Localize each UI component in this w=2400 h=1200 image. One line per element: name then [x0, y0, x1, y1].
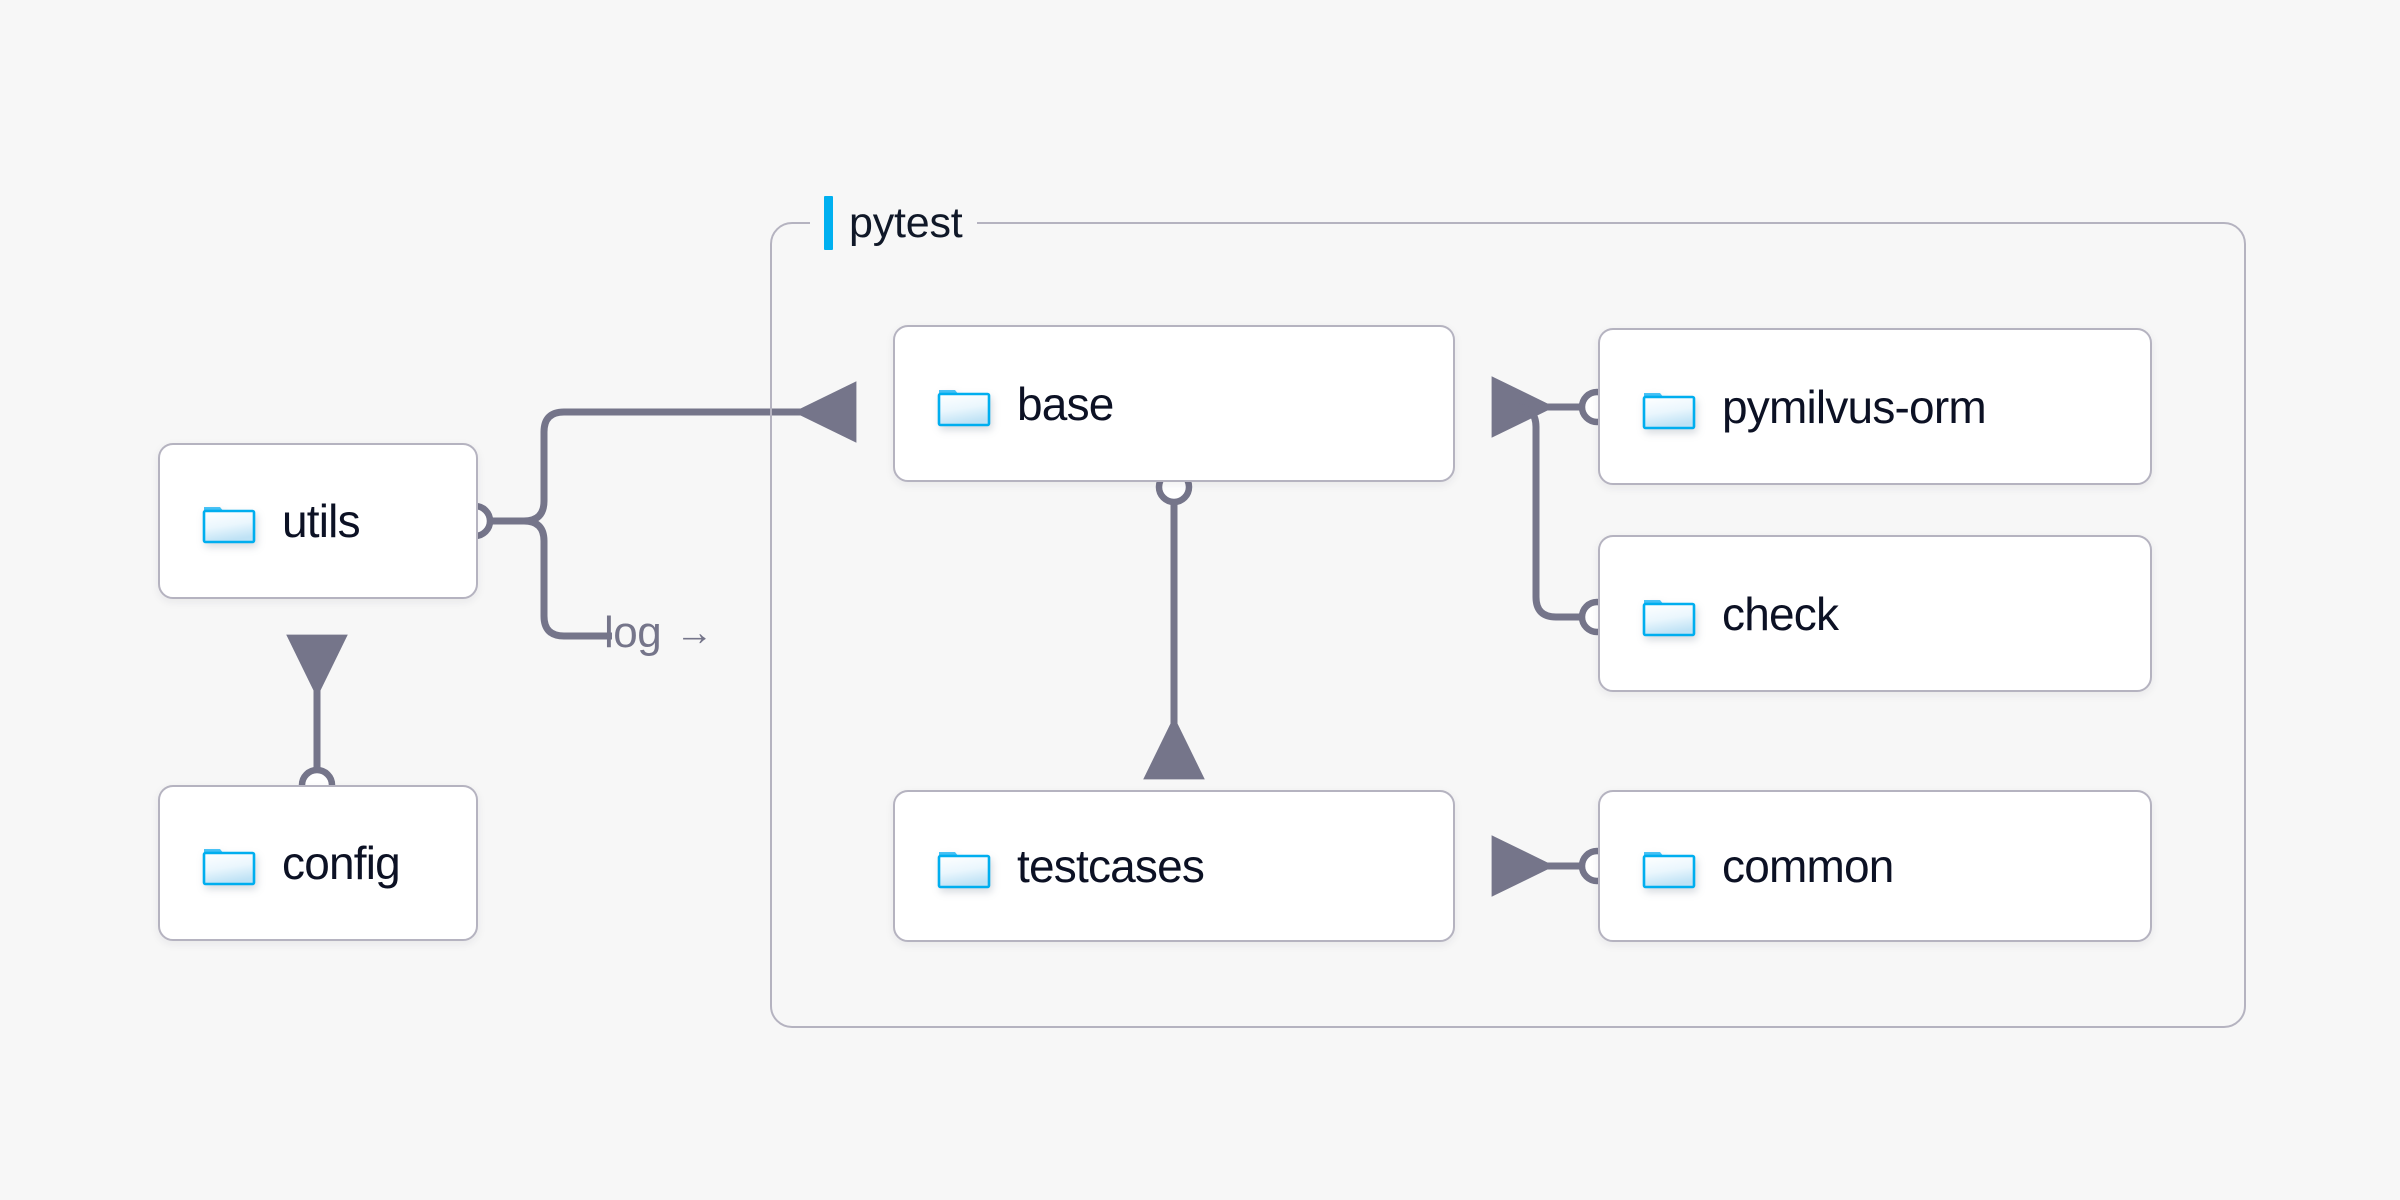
folder-icon [1642, 392, 1696, 429]
node-label-check: check [1722, 587, 1839, 640]
folder-icon [202, 507, 256, 544]
node-label-testcases: testcases [1017, 840, 1205, 892]
edge-label-log: log → [604, 608, 713, 658]
node-label-common: common [1722, 840, 1894, 892]
node-utils[interactable]: utils [158, 443, 478, 599]
folder-icon [1642, 852, 1696, 889]
node-config[interactable]: config [158, 785, 478, 941]
folder-icon [937, 389, 991, 426]
node-common[interactable]: common [1598, 790, 2152, 942]
accent-bar-icon [824, 196, 833, 250]
pytest-group-title: pytest [849, 198, 963, 247]
folder-icon [202, 849, 256, 886]
edge-utils-to-log [523, 517, 612, 640]
pytest-group-label: pytest [810, 194, 977, 252]
folder-icon [1642, 599, 1696, 636]
folder-icon [937, 852, 991, 889]
pytest-group[interactable] [770, 222, 2246, 1028]
node-label-pymilvus-orm: pymilvus-orm [1722, 380, 1987, 433]
node-testcases[interactable]: testcases [893, 790, 1455, 942]
node-base[interactable]: base [893, 325, 1455, 482]
node-label-utils: utils [282, 495, 361, 547]
node-check[interactable]: check [1598, 535, 2152, 692]
node-label-config: config [282, 837, 401, 889]
node-pymilvus-orm[interactable]: pymilvus-orm [1598, 328, 2152, 485]
edge-label-log-text: log [604, 608, 662, 657]
arrow-right-icon: → [675, 612, 713, 654]
node-label-base: base [1017, 377, 1114, 430]
